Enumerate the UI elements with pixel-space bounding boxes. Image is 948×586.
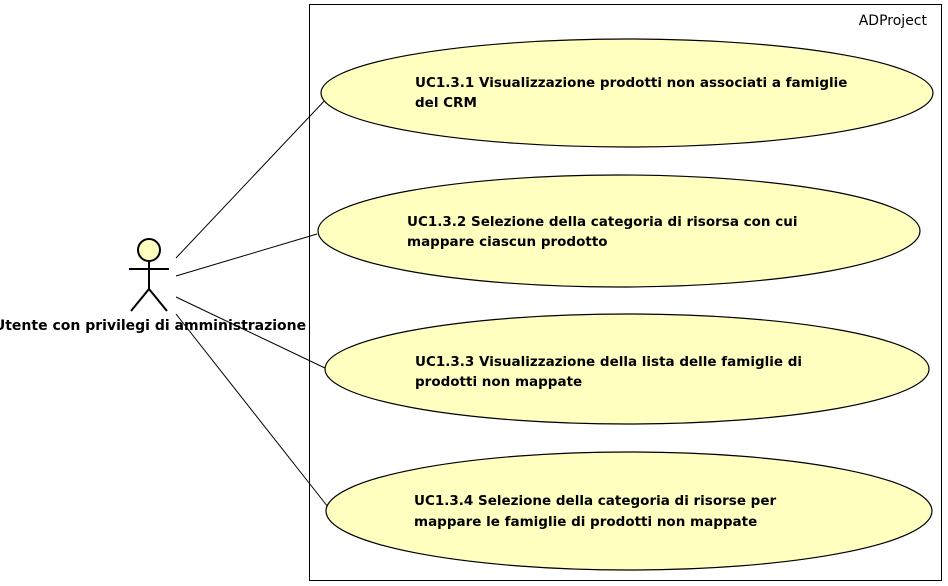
use-case-label-line2: prodotti non mappate — [415, 374, 582, 390]
svg-text:mappare le famiglie di prodott: mappare le famiglie di prodotti non mapp… — [414, 514, 757, 530]
use-case-ellipse — [320, 38, 934, 148]
use-case-label-line1: UC1.3.2 Selezione della categoria di ris… — [407, 214, 797, 230]
association-uc2 — [175, 233, 318, 277]
actor-name: Utente con privilegi di amministrazione — [0, 318, 306, 334]
svg-text:UC1.3.4 Selezione della catego: UC1.3.4 Selezione della categoria di ris… — [414, 493, 776, 509]
use-case-uc2[interactable]: UC1.3.2 Selezione della categoria di ris… — [317, 174, 921, 288]
use-case-label-line2: del CRM — [415, 95, 477, 111]
association-uc3 — [175, 296, 328, 370]
use-case-ellipse — [325, 451, 933, 571]
use-case-label-line1: UC1.3.1 Visualizzazione prodotti non ass… — [415, 75, 847, 91]
use-case-label-line1: UC1.3.3 Visualizzazione della lista dell… — [415, 354, 802, 370]
actor-right-leg — [148, 288, 168, 312]
use-case-label-line2: mappare le famiglie di prodotti non mapp… — [414, 514, 757, 530]
use-case-label-line1: UC1.3.4 Selezione della categoria di ris… — [414, 493, 776, 509]
actor-head — [137, 238, 161, 262]
system-name: ADProject — [859, 13, 928, 29]
use-case-ellipse — [324, 313, 930, 425]
actor-left-leg — [130, 288, 150, 312]
association-uc4 — [175, 313, 329, 508]
svg-text:UC1.3.2 Selezione della catego: UC1.3.2 Selezione della categoria di ris… — [407, 214, 797, 230]
use-case-uc3[interactable]: UC1.3.3 Visualizzazione della lista dell… — [324, 313, 930, 425]
use-case-uc4[interactable]: UC1.3.4 Selezione della categoria di ris… — [325, 451, 933, 571]
svg-text:prodotti non mappate: prodotti non mappate — [415, 374, 582, 390]
svg-text:mappare ciascun prodotto: mappare ciascun prodotto — [407, 234, 608, 250]
association-uc1 — [175, 96, 329, 259]
svg-text:del CRM: del CRM — [415, 95, 477, 111]
actor[interactable]: Utente con privilegi di amministrazione — [0, 238, 306, 334]
use-case-ellipse — [317, 174, 921, 288]
svg-text:UC1.3.3 Visualizzazione della: UC1.3.3 Visualizzazione della lista dell… — [415, 354, 802, 370]
use-case-uc1[interactable]: UC1.3.1 Visualizzazione prodotti non ass… — [320, 38, 934, 148]
svg-text:UC1.3.1 Visualizzazione prodot: UC1.3.1 Visualizzazione prodotti non ass… — [415, 75, 847, 91]
use-case-label-line2: mappare ciascun prodotto — [407, 234, 608, 250]
